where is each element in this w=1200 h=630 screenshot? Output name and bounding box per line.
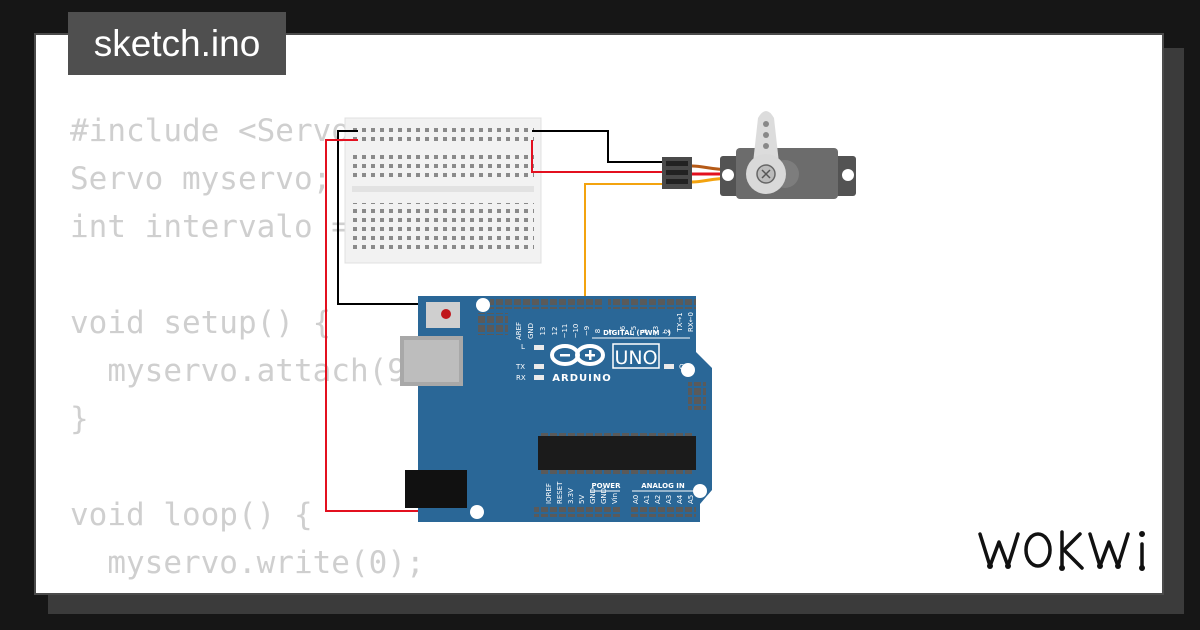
pin-label-a5: A5 (687, 495, 695, 504)
pin-label-5: ~5 (630, 326, 638, 336)
power-header-label: POWER (592, 482, 622, 490)
pin-label-5v: 5V (578, 495, 586, 504)
pin-label-4: 4 (641, 328, 649, 333)
pin-label-13: 13 (539, 327, 547, 336)
wire-gnd-servo[interactable] (532, 130, 666, 163)
pin-label-gnd: GND (527, 323, 535, 339)
pin-label-6: ~6 (619, 325, 627, 336)
arduino-uno-board[interactable]: AREF GND 13 12 ~11 ~10 ~9 8 7 ~6 ~5 4 ~3… (400, 296, 712, 522)
pin-label-9: ~9 (583, 326, 591, 336)
digital-header-label: DIGITAL (PWM ~) (603, 329, 671, 337)
on-label: ON (679, 363, 690, 371)
pin-label-tx: TX→1 (676, 312, 684, 332)
pin-label-12: 12 (551, 327, 559, 336)
wire-signal[interactable] (584, 183, 666, 304)
sketch-filename-tab[interactable]: sketch.ino (68, 12, 286, 75)
led-label-rx: RX (516, 374, 526, 382)
wokwi-logo (978, 530, 1145, 571)
pin-label-gnd1: GND (589, 488, 597, 504)
board-model: UNO (614, 347, 657, 369)
analog-header-label: ANALOG IN (641, 482, 685, 490)
pin-label-a1: A1 (643, 495, 651, 504)
pin-label-gnd2: GND (600, 488, 608, 504)
wire-power-servo[interactable] (531, 140, 666, 173)
board-brand: ARDUINO (552, 373, 611, 384)
pin-label-10: ~10 (572, 324, 580, 339)
pin-label-a4: A4 (676, 494, 684, 504)
pin-label-ioref: IOREF (545, 483, 553, 504)
code-line: myservo.write(0); (70, 545, 425, 581)
arduino-logo (550, 344, 605, 366)
code-line: myservo.attach(9 (70, 353, 406, 389)
pin-label-aref: AREF (515, 322, 523, 340)
pin-label-a3: A3 (665, 495, 673, 504)
pin-label-7: 7 (608, 329, 616, 333)
pin-label-rx: RX←0 (687, 312, 695, 332)
led-label-tx: TX (515, 363, 525, 371)
pin-label-a2: A2 (654, 495, 662, 504)
pin-label-a0: A0 (632, 495, 640, 504)
pin-label-vin: Vin (611, 493, 619, 504)
code-line: Servo myservo; (70, 161, 332, 197)
pin-label-3v3: 3.3V (567, 488, 575, 504)
pin-label-reset: RESET (556, 481, 564, 504)
pin-label-11: ~11 (561, 324, 569, 339)
servo-motor[interactable] (662, 111, 856, 199)
breadboard[interactable] (344, 117, 542, 264)
pin-label-2: 2 (663, 329, 671, 333)
code-line: } (70, 401, 89, 437)
code-line: void loop() { (70, 497, 313, 533)
led-label-l: L (521, 343, 525, 351)
wire-gnd-breadboard[interactable] (337, 130, 482, 305)
pin-label-8: 8 (594, 329, 602, 333)
code-line: void setup() { (70, 305, 332, 341)
pin-label-3: ~3 (652, 326, 660, 336)
